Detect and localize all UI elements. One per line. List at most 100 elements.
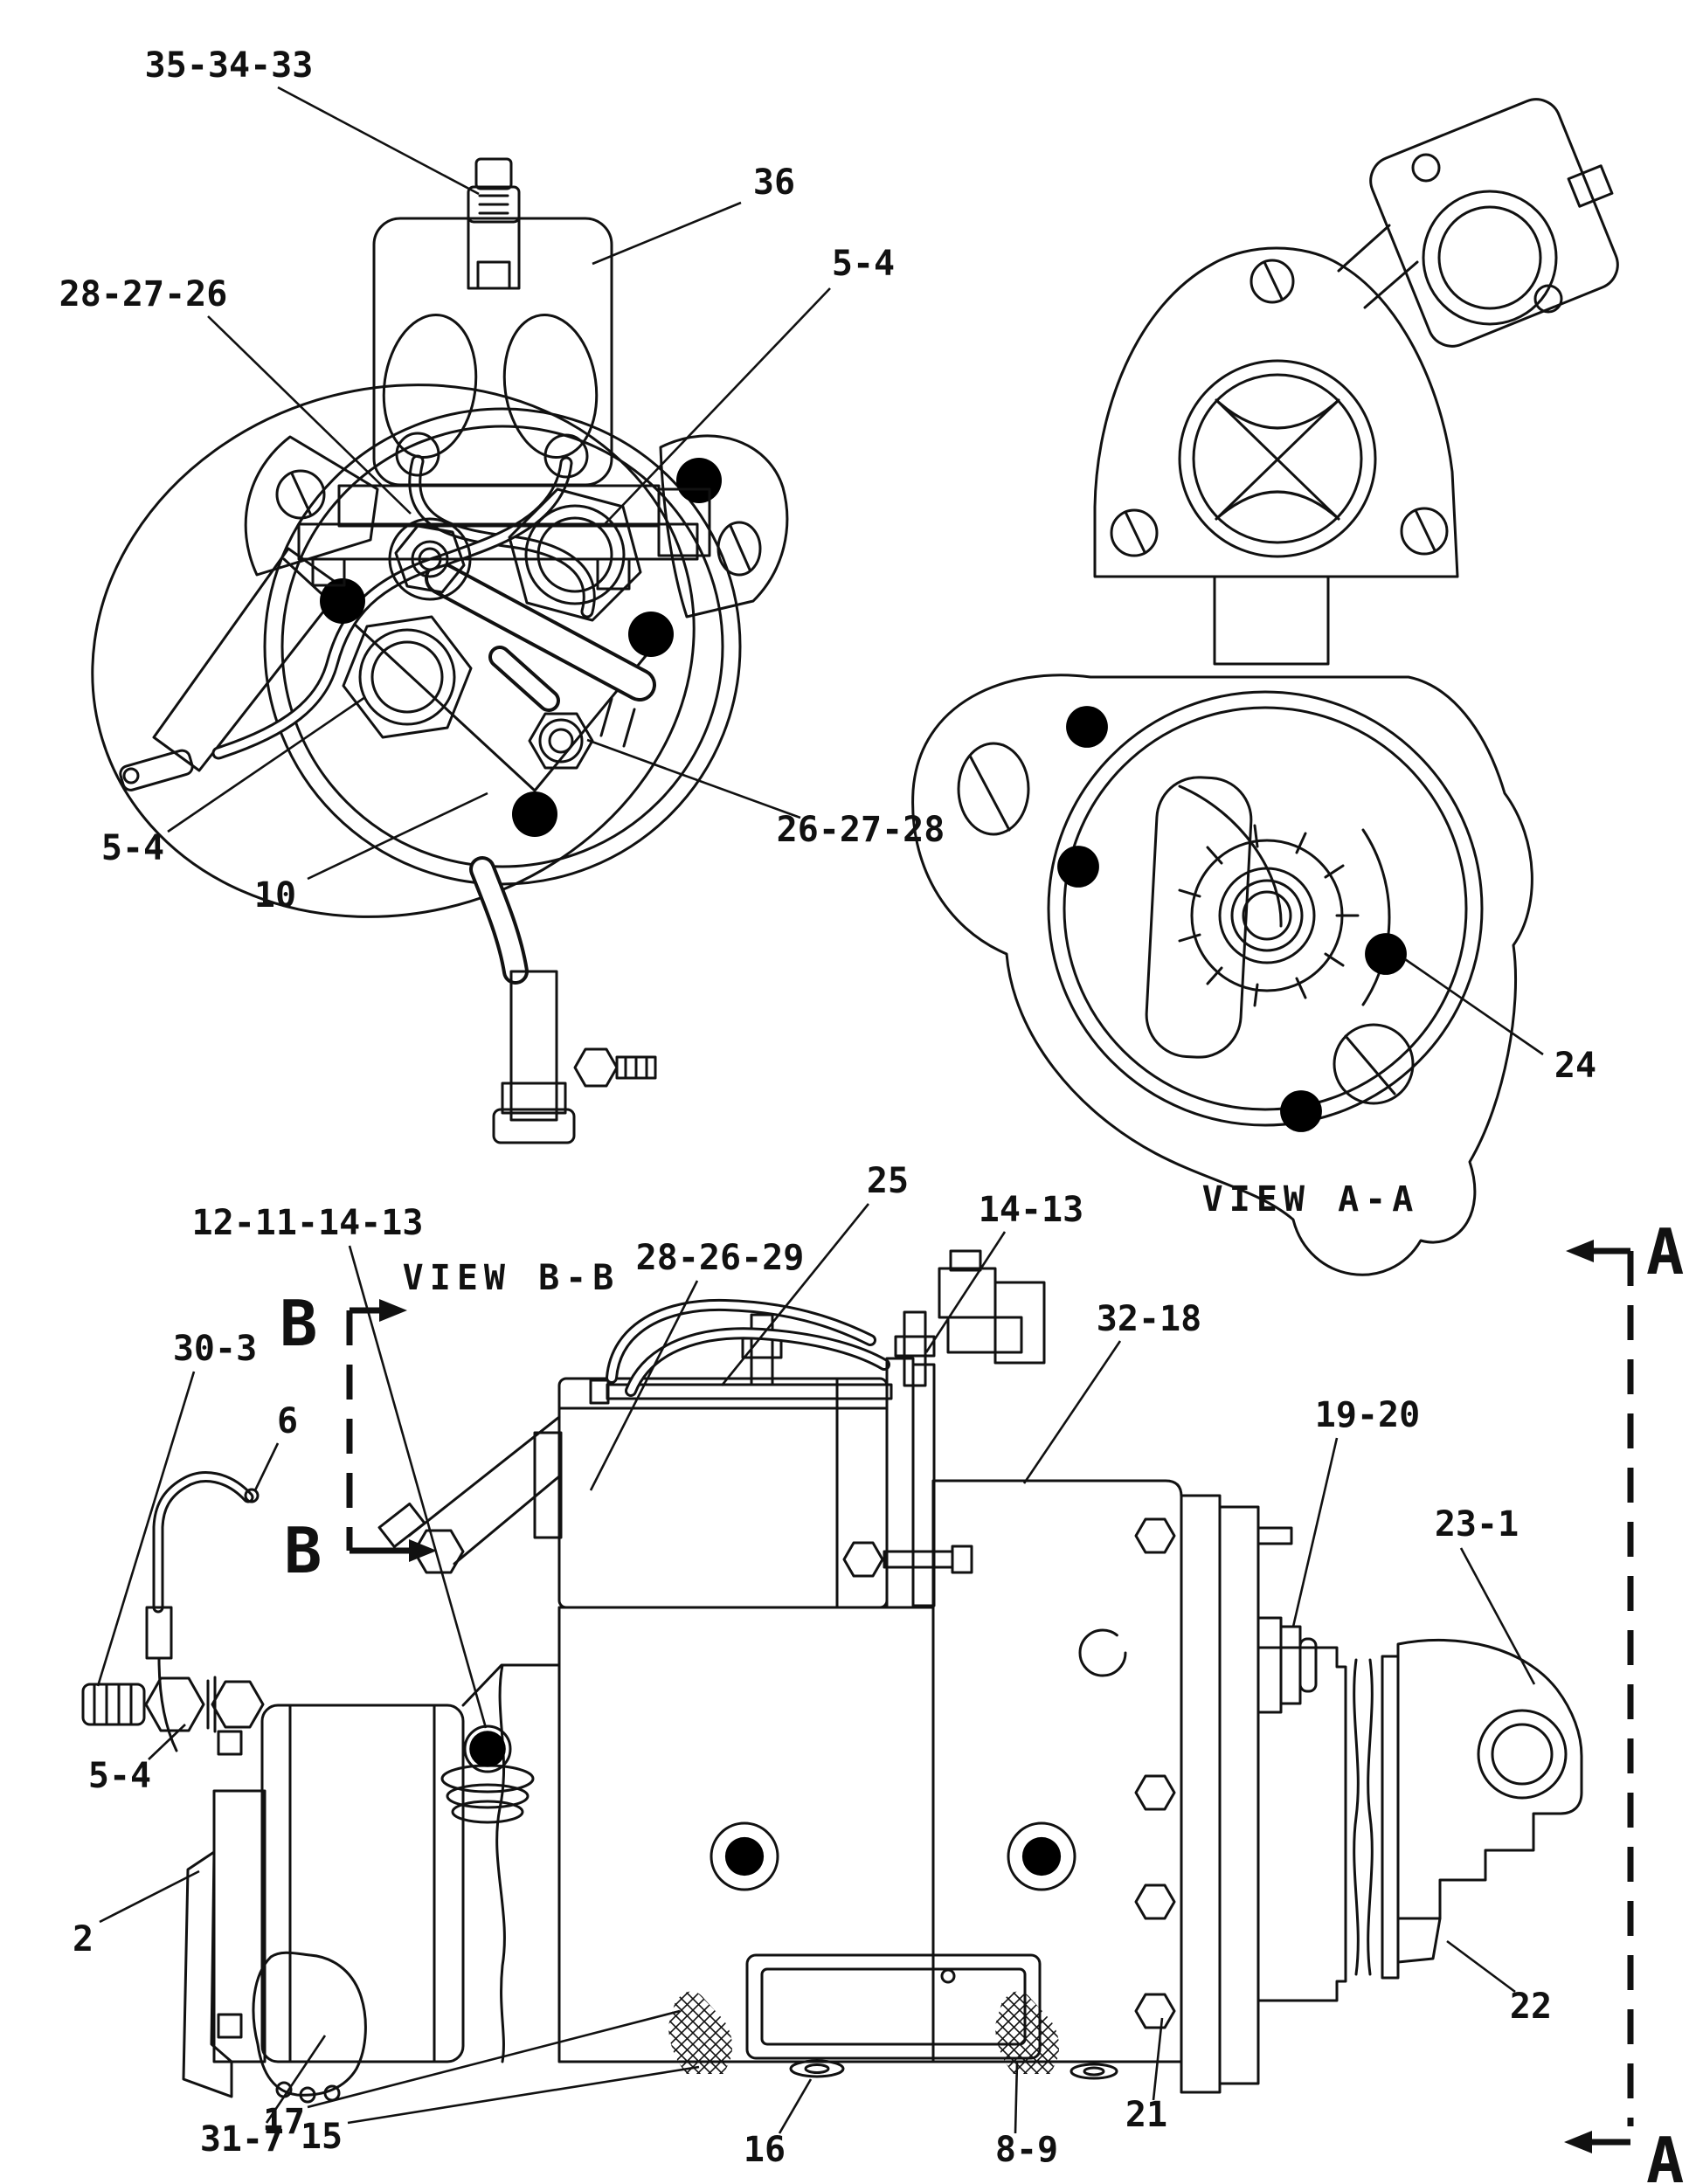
caption-view-aa: VIEW A-A [1202,1179,1420,1220]
leader-line-28-26-29 [589,1280,699,1491]
section-letter-a-bottom: A [1646,2124,1684,2184]
part-label-23-1: 23-1 [1435,1504,1519,1545]
leader-line-19-20 [1291,1437,1339,1628]
part-label-35-34-33: 35-34-33 [145,45,314,86]
part-label-32-18: 32-18 [1097,1299,1201,1339]
mounting-flange [1134,1494,1293,2094]
cross-bar [425,562,656,748]
neck [1213,575,1330,666]
leader-line-2 [99,1870,200,1924]
ear-top-left [244,435,379,577]
leader-line-31-7 [265,2035,327,2124]
part-label-5-4-side: 5-4 [88,1756,151,1796]
side-view-drawing [81,1249,1583,2104]
leader-line-36 [592,201,742,266]
housing-outer-circle [263,407,742,886]
leader-line-25 [720,1203,870,1386]
leader-line-17 [307,2009,681,2109]
tri-lobe-flange [911,674,1533,1276]
part-label-28-26-29: 28-26-29 [636,1238,805,1278]
section-letter-a-top: A [1646,1215,1684,1289]
leader-line-28-27-26 [207,315,412,515]
terminal-stud-right [508,487,642,622]
solenoid-bracket-plate [842,1357,973,1609]
part-label-17: 17 [263,2102,305,2142]
body-screws [710,1821,1076,1891]
part-label-10: 10 [254,875,296,916]
id-plate [745,1953,1042,2060]
mount-bracket-2 [182,1850,233,2098]
part-label-22: 22 [1510,1987,1552,2027]
gasket-outline [91,384,696,918]
part-label-14-13: 14-13 [979,1190,1083,1230]
part-label-26-27-28: 26-27-28 [777,810,945,850]
drive-housing [212,1663,561,2063]
section-letter-b-bottom: B [284,1514,322,1587]
inlet-flange [1369,98,1619,348]
part-label-16: 16 [744,2130,786,2170]
leader-line-5-4-side [148,1724,186,1760]
part-label-36: 36 [753,162,795,203]
snap-ring [1078,1628,1127,1677]
b-bottom-arrow-icon [409,1539,437,1562]
part-label-12-11-14-13: 12-11-14-13 [192,1203,424,1243]
part-label-25: 25 [867,1161,909,1201]
nose-bellows [1256,1646,1400,2002]
leader-line-12-11-14-13 [348,1245,488,1729]
ear-right [659,434,789,619]
leader-line-6 [253,1442,280,1491]
leader-line-14-13 [924,1231,1007,1353]
part-label-24: 24 [1554,1046,1596,1086]
terminal-stud-side [81,1676,265,1733]
leader-line-16 [778,2078,813,2134]
fitting-31-7 [252,1951,367,2104]
part-label-5-4-rear: 5-4 [101,828,164,868]
part-label-5-4-top: 5-4 [832,244,895,284]
caption-view-bb: VIEW B-B [403,1258,620,1298]
boss-19-20 [1256,1616,1318,1714]
part-label-8-9: 8-9 [995,2130,1058,2170]
part-label-6: 6 [277,1401,298,1441]
leader-line-24 [1404,957,1544,1056]
leader-line-35-34-33 [277,86,480,196]
part-label-21: 21 [1125,2095,1167,2135]
leader-line-8-9 [1014,2061,1019,2134]
part-label-31-7: 31-7 [200,2119,284,2160]
part-label-2: 2 [73,1919,93,1959]
housing-inner-ring [280,425,724,868]
side-arm [152,547,344,772]
washer-feet [789,2059,1118,2080]
part-label-15: 15 [301,2117,343,2157]
terminal-stud-lower-left [342,615,473,739]
terminal-nut-small [528,712,594,770]
outlet-bracket [1396,1638,1583,1964]
upper-flange [1093,224,1459,578]
leader-line-5-4-top [604,287,831,525]
motor-body [557,1479,1183,2063]
a-bottom-arrow-icon [1564,2131,1592,2153]
leader-line-32-18 [1022,1340,1122,1484]
leader-line-23-1 [1459,1547,1536,1685]
harness-rod [119,749,194,791]
leader-line-21 [1152,2017,1164,2101]
rear-bottom-bracket [469,856,657,1144]
leader-line-30-3 [96,1371,196,1687]
rear-view-drawing [91,157,789,1144]
part-labels-layer: 35-34-33 36 28-27-26 5-4 5-4 10 26-27-28 24 12-1… [59,45,1596,2170]
leader-line-10 [307,791,488,881]
part-label-19-20: 19-20 [1315,1395,1420,1435]
part-label-28-27-26: 28-27-26 [59,274,228,314]
a-top-arrow-icon [1566,1240,1594,1262]
section-line-a [1564,1240,1634,2153]
section-line-b [346,1299,437,1562]
wire-clip-tube [145,1471,260,1752]
b-top-arrow-icon [379,1299,407,1322]
leader-line-26-27-28 [586,738,801,819]
leader-line-22 [1446,1939,1516,1994]
grease-cap [440,1724,535,1824]
solenoid [533,1377,893,1609]
pinion-gear [1178,824,1360,1007]
section-letter-b-top: B [280,1287,317,1360]
